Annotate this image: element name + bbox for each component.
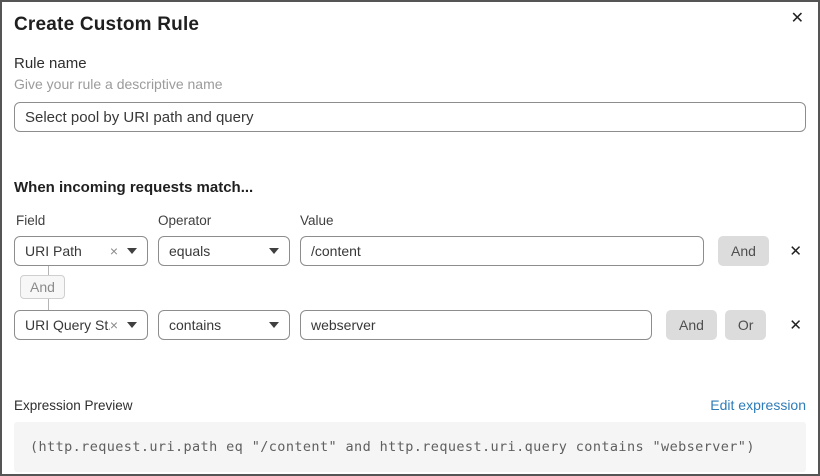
clear-icon[interactable]: × — [109, 317, 118, 333]
connector-line — [48, 266, 49, 275]
value-column-label: Value — [300, 213, 334, 228]
field-select[interactable]: URI Path × — [14, 236, 148, 266]
rule-name-input[interactable] — [14, 102, 806, 132]
chevron-down-icon — [269, 248, 279, 254]
chevron-down-icon — [269, 322, 279, 328]
rule-name-label: Rule name — [14, 55, 87, 72]
field-select-value: URI Path — [25, 243, 82, 259]
clear-icon[interactable]: × — [109, 243, 118, 259]
remove-condition-icon[interactable]: ✕ — [789, 315, 802, 334]
chevron-down-icon — [127, 248, 137, 254]
operator-select-value: contains — [169, 317, 222, 333]
connector-and-badge: And — [20, 275, 65, 299]
value-input[interactable] — [300, 236, 704, 266]
chevron-down-icon — [127, 322, 137, 328]
field-column-label: Field — [16, 213, 46, 228]
field-select[interactable]: URI Query St... × — [14, 310, 148, 340]
and-button[interactable]: And — [666, 310, 717, 340]
expression-code: (http.request.uri.path eq "/content" and… — [30, 439, 755, 455]
operator-select-value: equals — [169, 243, 211, 259]
condition-row: URI Query St... × contains And Or ✕ — [14, 310, 806, 340]
expression-code-block: (http.request.uri.path eq "/content" and… — [14, 422, 806, 472]
rule-name-helper: Give your rule a descriptive name — [14, 76, 223, 92]
close-icon[interactable]: ✕ — [787, 4, 808, 32]
expression-preview-header: Expression Preview Edit expression — [14, 397, 806, 413]
value-input[interactable] — [300, 310, 652, 340]
match-heading: When incoming requests match... — [14, 179, 254, 196]
or-button[interactable]: Or — [724, 310, 767, 340]
condition-row: URI Path × equals And ✕ — [14, 236, 806, 266]
operator-select[interactable]: contains — [158, 310, 290, 340]
connector-line — [48, 299, 49, 310]
and-button[interactable]: And — [718, 236, 769, 266]
operator-column-label: Operator — [158, 213, 212, 228]
condition-column-labels: Field Operator Value — [14, 212, 806, 229]
expression-preview-label: Expression Preview — [14, 398, 133, 413]
remove-condition-icon[interactable]: ✕ — [789, 241, 802, 260]
field-select-value: URI Query St... — [25, 317, 110, 333]
operator-select[interactable]: equals — [158, 236, 290, 266]
dialog-title: Create Custom Rule — [14, 14, 200, 35]
condition-connector: And — [14, 266, 806, 310]
dialog-header: Create Custom Rule ✕ — [14, 2, 806, 38]
edit-expression-link[interactable]: Edit expression — [710, 397, 806, 413]
